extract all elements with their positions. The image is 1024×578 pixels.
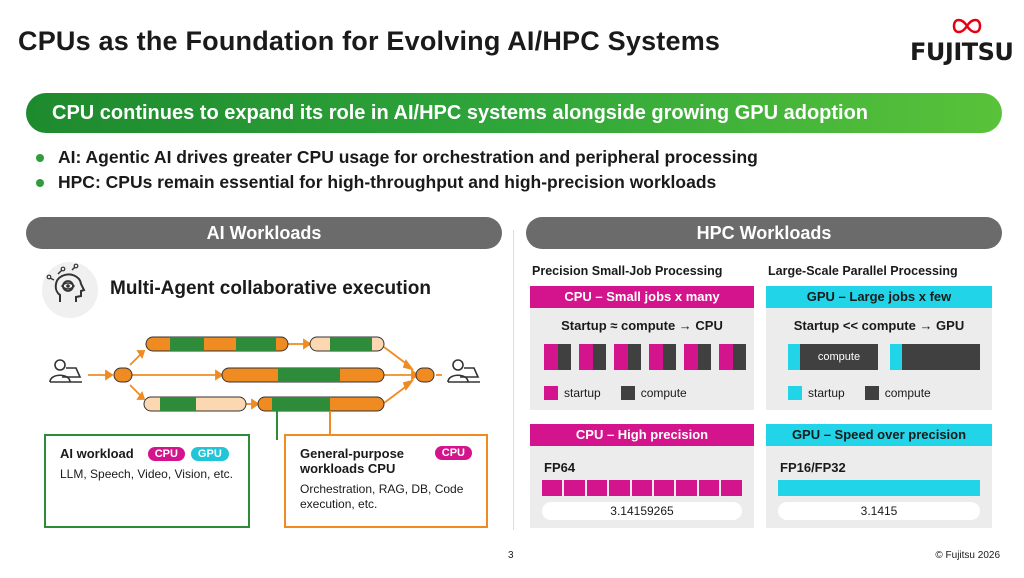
compute-swatch [620, 386, 635, 400]
bit-cell [721, 480, 742, 496]
gpu-speed-head: GPU – Speed over precision [766, 424, 992, 446]
page-number: 3 [508, 550, 514, 561]
bullet-list: AI: Agentic AI drives greater CPU usage … [36, 145, 758, 195]
cpu-job-blocks [544, 344, 746, 370]
agent-flow-diagram [49, 336, 480, 440]
fp16-fp32-label: FP16/FP32 [780, 460, 846, 475]
ai-workloads-header: AI Workloads [26, 217, 502, 249]
general-purpose-body: Orchestration, RAG, DB, Code execution, … [300, 482, 464, 511]
gpu-tag: GPU [190, 446, 229, 461]
cpu-precision-panel: CPU – High precision FP64 3.14159265 [530, 424, 754, 528]
gpu-job-block [890, 344, 980, 370]
bit-cell [653, 480, 675, 496]
ai-workload-title: AI workload [60, 446, 134, 461]
bit-cell [698, 480, 720, 496]
cpu-precision-head: CPU – High precision [530, 424, 754, 446]
user-icon-right [447, 359, 480, 383]
bullet-dot-icon [36, 153, 44, 162]
cpu-job-block [614, 344, 641, 370]
cpu-job-block [684, 344, 711, 370]
bit-cell [676, 480, 697, 496]
cpu-job-block [579, 344, 606, 370]
fp64-label: FP64 [544, 460, 576, 475]
hpc-workloads-header: HPC Workloads [526, 217, 1002, 249]
fp64-value: 3.14159265 [542, 502, 742, 520]
legend-compute: compute [884, 386, 931, 400]
pipeline-bar [145, 336, 289, 352]
fp32-bit-cells [778, 480, 980, 496]
bit-cell [631, 480, 652, 496]
startup-swatch [788, 386, 802, 400]
bit-cell [586, 480, 608, 496]
cpu-tag: CPU [434, 446, 472, 460]
cpu-formula: Startup ≈ compute → CPU [561, 318, 723, 333]
gpu-compute-label: compute [800, 344, 878, 370]
cpu-job-block [649, 344, 676, 370]
large-scale-parallel-label: Large-Scale Parallel Processing [768, 264, 958, 278]
compute-swatch [864, 386, 879, 400]
page-title: CPUs as the Foundation for Evolving AI/H… [18, 26, 721, 56]
gpu-large-jobs-panel: GPU – Large jobs x few Startup << comput… [766, 286, 992, 410]
gpu-speed-panel: GPU – Speed over precision FP16/FP32 3.1… [766, 424, 992, 528]
gpu-large-jobs-head: GPU – Large jobs x few [766, 286, 992, 308]
agent-head-icon [42, 262, 98, 318]
fp64-bit-cells [542, 480, 742, 496]
startup-swatch [544, 386, 558, 400]
legend-compute: compute [640, 386, 687, 400]
ai-workload-box: AI workload CPU GPU LLM, Speech, Video, … [44, 434, 250, 528]
general-purpose-box: General-purpose workloads CPU CPU Orches… [284, 434, 488, 528]
legend-startup: startup [808, 386, 845, 400]
pipeline-bar [257, 396, 385, 412]
cpu-job-block [719, 344, 746, 370]
pipeline-bar [221, 367, 385, 383]
ai-workload-body: LLM, Speech, Video, Vision, etc. [60, 467, 233, 481]
user-icon-left [49, 359, 82, 383]
cpu-small-jobs-panel: CPU – Small jobs x many Startup ≈ comput… [530, 286, 754, 410]
logo-text: FUJITSU [910, 38, 1014, 66]
bit-cell [778, 480, 980, 496]
infinity-logo-icon [952, 18, 982, 34]
cpu-job-block [544, 344, 571, 370]
cpu-tag: CPU [147, 446, 185, 461]
bit-cell [609, 480, 630, 496]
multi-agent-title: Multi-Agent collaborative execution [110, 278, 431, 299]
gpu-job-block: compute [788, 344, 878, 370]
banner: CPU continues to expand its role in AI/H… [26, 93, 1002, 133]
fp32-value: 3.1415 [778, 502, 980, 520]
general-purpose-title: General-purpose workloads CPU [300, 446, 405, 476]
copyright: © Fujitsu 2026 [935, 550, 1000, 561]
section-divider [513, 230, 514, 530]
bullet-item: HPC: CPUs remain essential for high-thro… [36, 170, 758, 195]
cpu-small-jobs-head: CPU – Small jobs x many [530, 286, 754, 308]
fujitsu-logo: FUJITSU [910, 16, 1014, 66]
precision-small-job-label: Precision Small-Job Processing [532, 264, 723, 278]
pipeline-bar [143, 396, 247, 412]
bullet-dot-icon [36, 178, 44, 187]
bit-cell [542, 480, 563, 496]
legend-startup: startup [564, 386, 601, 400]
bullet-item: AI: Agentic AI drives greater CPU usage … [36, 145, 758, 170]
pipeline-bar [309, 336, 385, 352]
bit-cell [564, 480, 585, 496]
gpu-formula: Startup << compute → GPU [793, 318, 965, 333]
